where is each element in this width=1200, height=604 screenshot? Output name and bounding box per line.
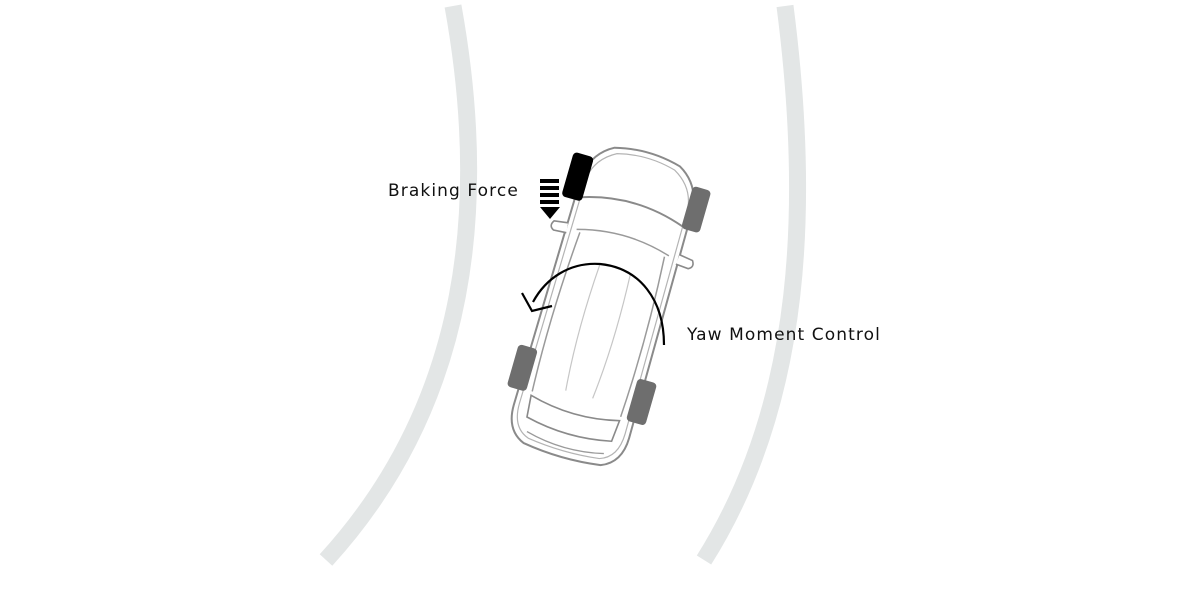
car-rear-window bbox=[526, 394, 621, 443]
braking-force-label: Braking Force bbox=[388, 181, 519, 201]
braking-force-arrow-icon bbox=[540, 179, 560, 219]
car-top-view bbox=[507, 146, 711, 467]
braked-tire-front-left bbox=[562, 152, 594, 201]
tire-rear-left bbox=[507, 344, 538, 391]
tire-rear-right bbox=[626, 379, 657, 425]
car-windshield-base bbox=[576, 228, 670, 257]
car-body-inner bbox=[516, 153, 690, 460]
car-windshield bbox=[580, 196, 684, 228]
car-roof-center-left bbox=[565, 264, 601, 391]
road-line-right bbox=[696, 4, 807, 565]
car-roof-left-line bbox=[531, 232, 581, 392]
car-mirror-right bbox=[675, 254, 694, 270]
car-roof-center-right bbox=[592, 273, 631, 399]
yaw-rotation-arrow-icon bbox=[521, 262, 666, 346]
tire-front-right bbox=[681, 186, 711, 233]
car-body bbox=[510, 146, 695, 467]
car-mirror-left bbox=[550, 220, 569, 234]
car-roof-right-line bbox=[619, 256, 666, 418]
road-line-left bbox=[319, 4, 478, 566]
car-rear-bumper bbox=[526, 430, 604, 455]
yaw-moment-control-label: Yaw Moment Control bbox=[687, 325, 881, 345]
